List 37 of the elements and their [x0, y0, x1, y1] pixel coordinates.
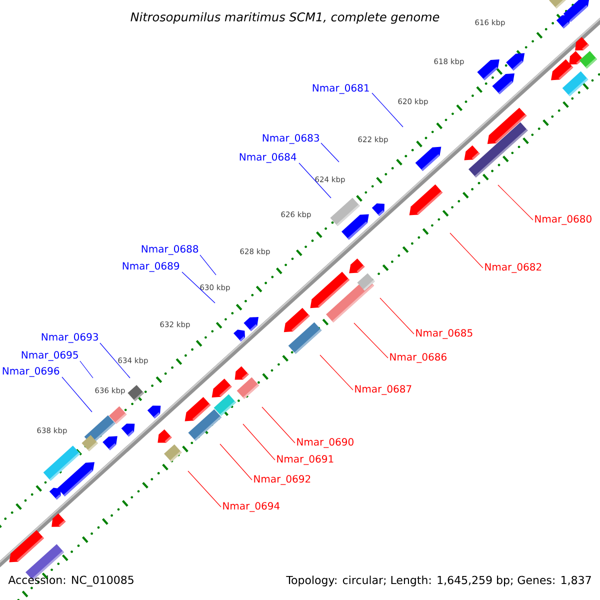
gene-label: Nmar_0684 [240, 153, 296, 163]
leader-line [354, 322, 388, 358]
gene-label: Nmar_0689 [122, 262, 180, 272]
gene-label: Nmar_0691 [277, 455, 334, 465]
gene-label: Nmar_0683 [262, 134, 319, 144]
gene-label: Nmar_0681 [312, 84, 369, 94]
gene-label: Nmar_0695 [22, 351, 78, 361]
gene-label: Nmar_0692 [254, 475, 310, 485]
gene-label: Nmar_0690 [297, 438, 354, 448]
leader-line [220, 444, 252, 480]
footer-text: Accession: NC_010085 [8, 576, 134, 586]
title: Nitrosopumilus maritimus SCM1, complete genome [130, 12, 440, 24]
gene-label: Nmar_0680 [535, 215, 592, 225]
leader-line [298, 162, 332, 198]
leader-line [320, 142, 340, 162]
leader-line [498, 184, 534, 220]
leader-line [80, 360, 94, 378]
leader-line [200, 254, 216, 276]
gene-label: Nmar_0688 [142, 245, 198, 255]
gene-label: Nmar_0693 [42, 333, 98, 343]
leader-line [188, 470, 222, 508]
leader-line [100, 342, 130, 378]
footer-text: Topology: circular; Length: 1,645,259 bp; Genes: 1,837 [286, 576, 591, 586]
gene-label: Nmar_0694 [223, 502, 280, 512]
leader-line [320, 354, 354, 390]
gene-label: Nmar_0682 [485, 263, 542, 273]
leader-line [372, 92, 404, 128]
leader-line [242, 424, 276, 460]
leader-line [380, 298, 414, 334]
gene-label: Nmar_0687 [355, 385, 412, 395]
gene-label: Nmar_0696 [2, 367, 60, 377]
gene-label: Nmar_0686 [390, 353, 446, 363]
leader-line [450, 232, 484, 268]
gene-label: Nmar_0685 [416, 329, 472, 339]
leader-line [262, 406, 296, 444]
leader-line [182, 272, 216, 304]
leader-line [62, 376, 92, 412]
